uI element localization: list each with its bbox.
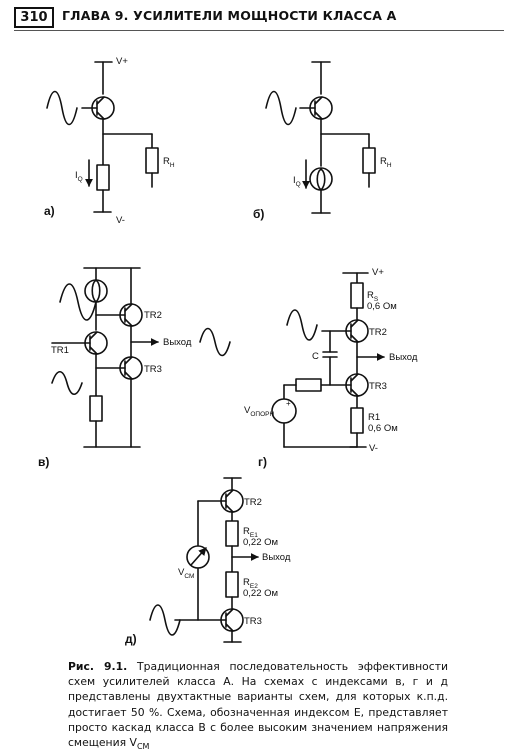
label-tr3-d: TR3: [244, 616, 262, 627]
label-vminus-g: V-: [369, 443, 378, 454]
caption-subscript: CM: [136, 742, 150, 752]
resistor-re2-d: [225, 571, 239, 598]
circuit-b: [265, 61, 376, 214]
tag-v: в): [38, 455, 49, 469]
label-rs-g: RS: [367, 290, 379, 303]
label-rh-b: RH: [380, 156, 392, 169]
resistor-r1-g: [350, 407, 364, 434]
page-number: 310: [14, 7, 54, 28]
label-r1-value-g: 0,6 Ом: [368, 423, 398, 434]
resistor-series-g: [295, 378, 322, 392]
label-re2-d: RE2: [243, 577, 258, 590]
label-c-g: C: [312, 351, 319, 362]
label-rh-a: RH: [163, 156, 175, 169]
sine-input-a: [46, 90, 78, 126]
label-r1-g: R1: [368, 412, 380, 423]
label-tr3-v: TR3: [144, 364, 162, 375]
label-iq-b: IQ: [293, 175, 301, 188]
label-re1-d: RE1: [243, 526, 258, 539]
resistor-rh-a: [145, 147, 159, 174]
chapter-title: ГЛАВА 9. УСИЛИТЕЛИ МОЩНОСТИ КЛАССА А: [62, 8, 397, 23]
label-tr2-g: TR2: [369, 327, 387, 338]
plus-sign-vref: +: [286, 399, 291, 408]
sine-input-b: [265, 90, 297, 126]
resistor-v: [89, 395, 103, 422]
label-iq-a: IQ: [75, 170, 83, 183]
label-vref-g: VОПОРН: [244, 405, 274, 418]
sine-input-v: [51, 370, 83, 396]
resistor-rh-b: [362, 147, 376, 174]
sine-top-v: [59, 283, 97, 321]
resistor-rs-g: [350, 282, 364, 309]
label-re2-value-d: 0,22 Ом: [243, 588, 278, 599]
circuit-d: [149, 477, 259, 643]
label-tr3-g: TR3: [369, 381, 387, 392]
current-source-a: [96, 164, 110, 191]
tag-d: д): [125, 632, 137, 646]
label-output-g: Выход: [389, 352, 418, 363]
sine-input-d: [149, 604, 181, 636]
current-source-v: [84, 279, 108, 303]
label-tr2-v: TR2: [144, 310, 162, 321]
label-output-d: Выход: [262, 552, 291, 563]
label-vcm-d: VCM: [178, 567, 194, 580]
header-rule: [14, 30, 504, 31]
label-vplus-a: V+: [116, 56, 128, 67]
current-source-b: [309, 167, 333, 191]
circuit-g: [271, 272, 385, 448]
label-tr2-d: TR2: [244, 497, 262, 508]
circuit-v: [51, 267, 231, 448]
label-output-v: Выход: [163, 337, 192, 348]
tag-a: а): [44, 204, 55, 218]
circuit-a: [46, 61, 159, 213]
vref-source-g: [271, 398, 297, 424]
caption-figure-label: Рис. 9.1.: [68, 660, 128, 673]
label-re1-value-d: 0,22 Ом: [243, 537, 278, 548]
label-rs-value-g: 0,6 Ом: [367, 301, 397, 312]
caption-text: Традиционная последовательность эффектив…: [68, 660, 449, 750]
sine-input-g: [286, 309, 318, 341]
label-tr1-v: TR1: [51, 345, 69, 356]
tag-g: г): [258, 455, 267, 469]
tag-b: б): [253, 207, 264, 221]
resistor-re1-d: [225, 520, 239, 547]
label-vminus-a: V-: [116, 215, 125, 226]
sine-output-v: [199, 327, 231, 357]
figure-caption: Рис. 9.1. Традиционная последовательност…: [68, 659, 448, 754]
label-vplus-g: V+: [372, 267, 384, 278]
